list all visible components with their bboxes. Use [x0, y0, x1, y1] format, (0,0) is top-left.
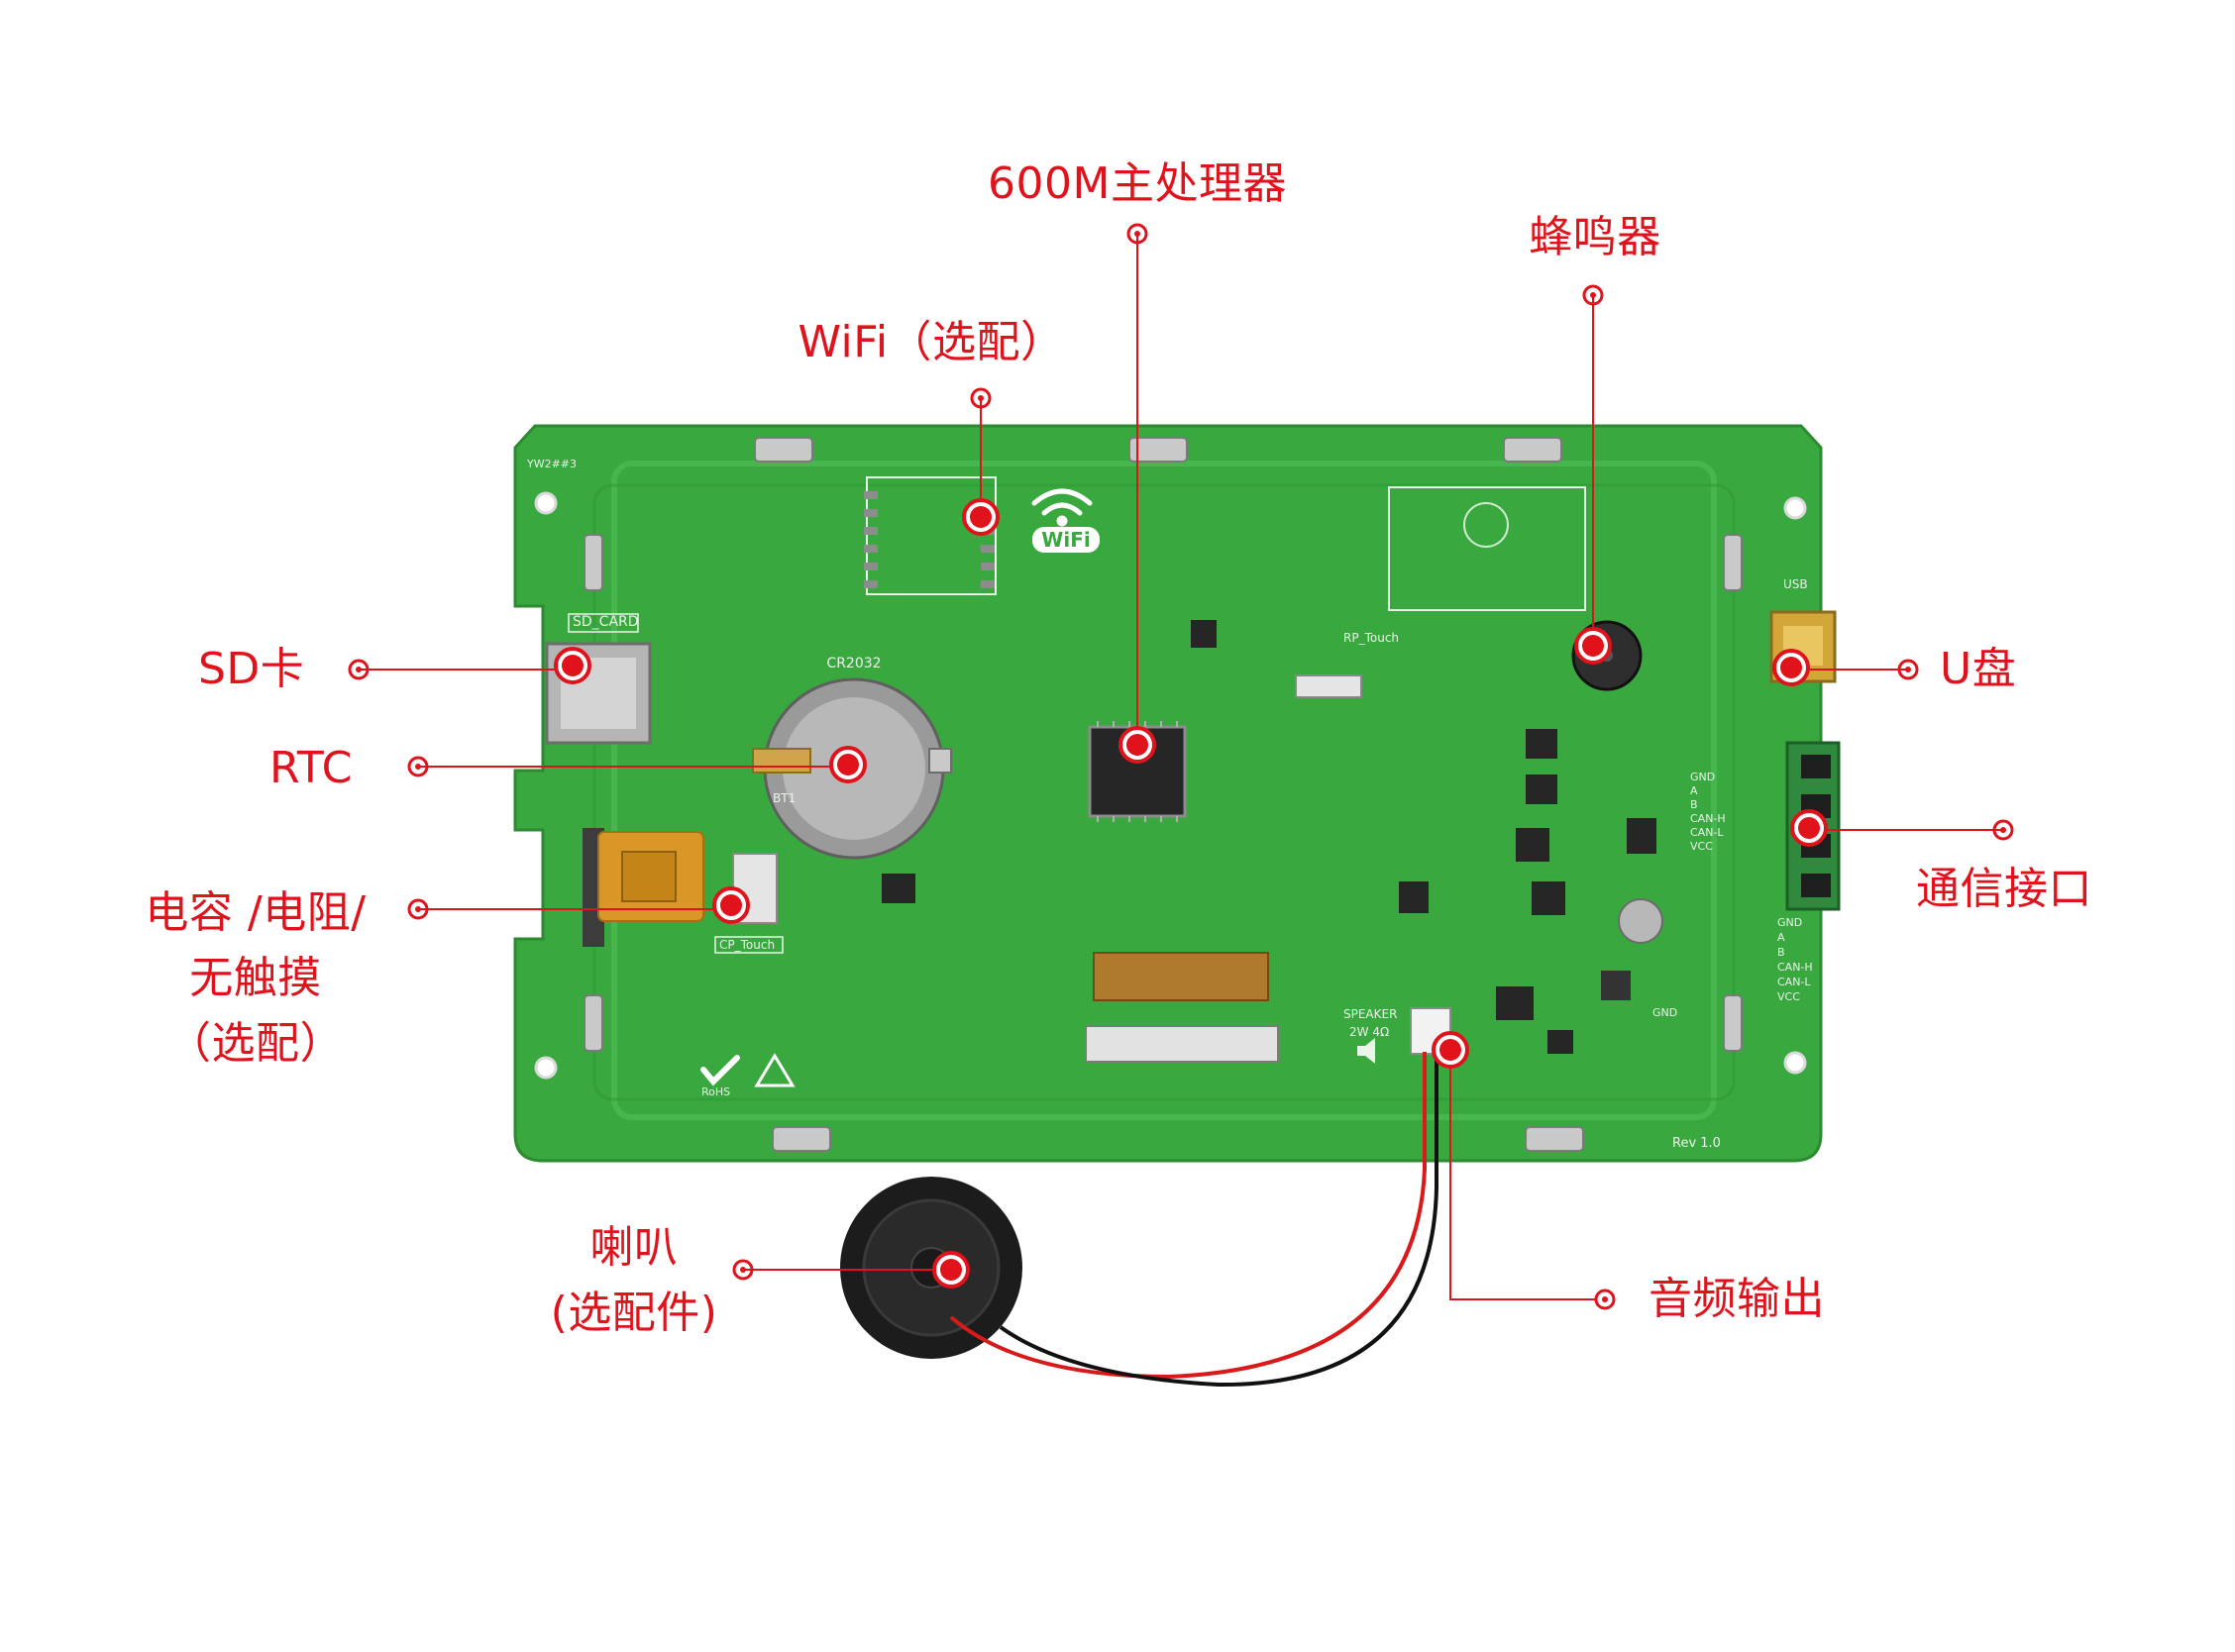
gnd-silk: GND	[1652, 1006, 1677, 1019]
svg-text:VCC: VCC	[1777, 990, 1800, 1003]
callout-audio-out: 音频输出	[1649, 1274, 1825, 1324]
callout-comm: 通信接口	[1916, 864, 2092, 914]
callout-leaders	[359, 234, 2003, 1300]
wifi-module-outline	[866, 476, 997, 595]
terminal-screws	[1801, 755, 1831, 897]
callout-touch-line2: 无触摸	[189, 953, 322, 1003]
esd-triangle-icon	[754, 1053, 796, 1087]
callout-buzzer: 蜂鸣器	[1529, 212, 1661, 262]
wifi-logo-text: WiFi	[1041, 528, 1090, 552]
callout-touch-line1: 电容 /电阻/	[145, 887, 367, 938]
speaker-icon	[1357, 1038, 1375, 1064]
svg-text:CAN-H: CAN-H	[1777, 961, 1813, 974]
svg-text:GND: GND	[1777, 916, 1802, 929]
speaker-wire-red	[949, 1052, 1427, 1380]
svg-text:CAN-L: CAN-L	[1777, 976, 1811, 988]
pcb-mark-silk: YW2##3	[526, 458, 577, 470]
speaker-wire-black	[999, 1052, 1438, 1388]
svg-text:CAN-L: CAN-L	[1690, 826, 1724, 839]
callout-cpu: 600M主处理器	[988, 158, 1287, 209]
mounting-holes	[534, 491, 1807, 1080]
callout-touch-line3: （选配）	[167, 1018, 344, 1069]
qc-label-area	[1388, 486, 1586, 611]
svg-text:VCC: VCC	[1690, 840, 1713, 853]
rohs-silk: RoHS	[701, 1085, 730, 1098]
callout-wifi: WiFi（选配）	[798, 317, 1065, 367]
cp-touch-silk: CP_Touch	[719, 938, 775, 952]
callout-usb: U盘	[1940, 644, 2017, 694]
cpu-pins	[1097, 721, 1178, 822]
svg-text:B: B	[1777, 946, 1785, 959]
speaker-spec-silk: 2W 4Ω	[1349, 1025, 1389, 1039]
svg-text:GND: GND	[1690, 771, 1715, 783]
sd-card-silk: SD_CARD	[573, 614, 639, 630]
lcd-fpc-cable	[1093, 952, 1269, 1001]
svg-text:B: B	[1690, 798, 1698, 811]
rp-touch-connector	[1295, 674, 1362, 698]
electrolytic-capacitor	[1618, 898, 1663, 944]
callout-speaker-line2: (选配件)	[550, 1288, 718, 1338]
rp-touch-silk: RP_Touch	[1343, 631, 1399, 645]
callout-speaker-line1: 喇叭	[589, 1222, 679, 1273]
terminal-side-labels: GND A B CAN-H CAN-L VCC	[1777, 916, 1813, 1003]
revision-silk: Rev 1.0	[1672, 1136, 1721, 1151]
rohs-check-icon	[700, 1055, 740, 1086]
misc-chips	[882, 620, 1656, 1054]
usb-silk: USB	[1783, 577, 1808, 591]
callout-label-markers	[348, 223, 2014, 1310]
callout-target-markers	[554, 498, 1828, 1289]
wifi-logo-badge	[1032, 527, 1100, 553]
terminal-pin-labels: GND A B CAN-H CAN-L VCC	[1690, 771, 1726, 853]
svg-text:CAN-H: CAN-H	[1690, 812, 1726, 825]
svg-text:A: A	[1777, 931, 1785, 944]
pcb-trace-border	[611, 461, 1717, 1120]
inductor	[1601, 971, 1631, 1000]
speaker-silk: SPEAKER	[1343, 1007, 1397, 1021]
panel-clips	[584, 437, 1743, 1152]
svg-text:A: A	[1690, 784, 1698, 797]
bt1-silk: BT1	[773, 791, 796, 805]
callout-rtc: RTC	[269, 743, 353, 793]
wifi-icon	[1031, 488, 1093, 527]
battery-silk: CR2032	[826, 656, 881, 671]
callout-sd-card: SD卡	[198, 644, 305, 694]
lcd-fpc-connector	[1085, 1025, 1279, 1063]
